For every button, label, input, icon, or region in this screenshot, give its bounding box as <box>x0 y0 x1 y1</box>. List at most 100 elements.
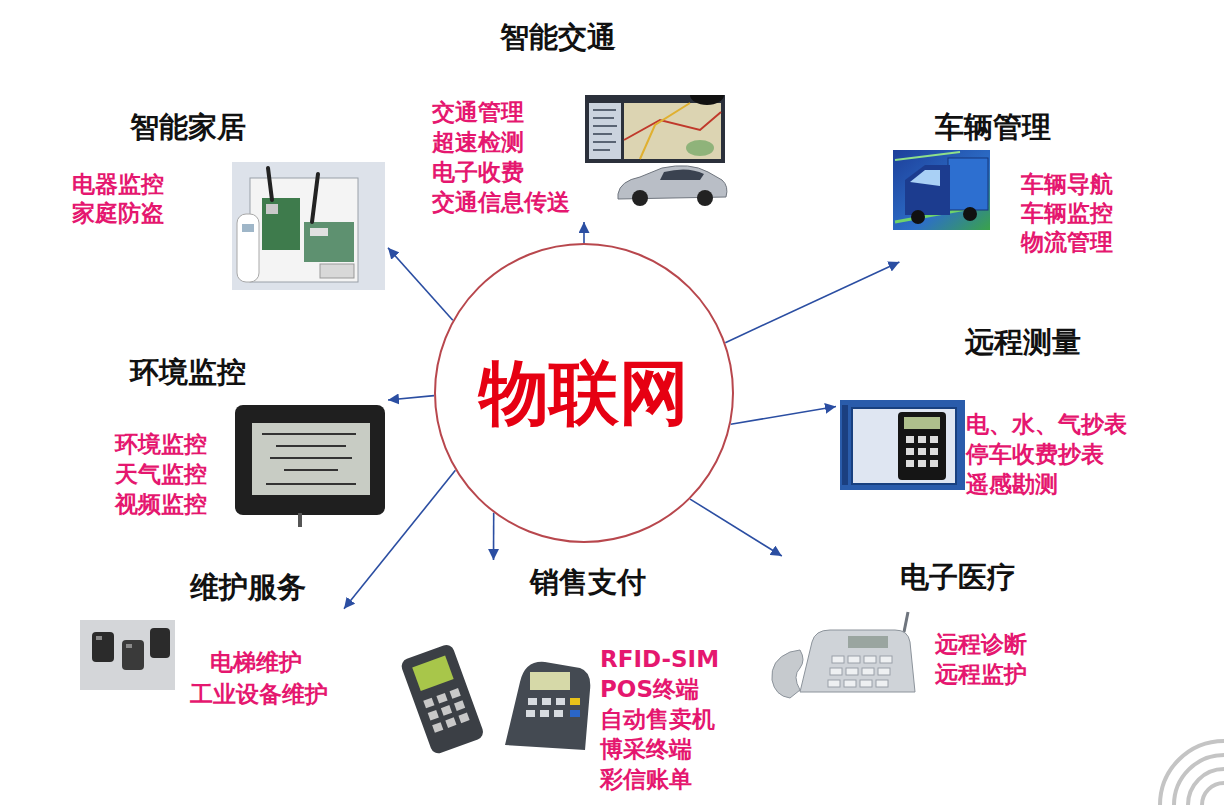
meter-cabinet-picture-part <box>904 417 940 429</box>
traffic-map-and-car-picture-part <box>632 190 648 206</box>
elevator-buttons-picture-part <box>80 620 175 690</box>
smart-home-device-picture-part <box>232 162 385 290</box>
environment-monitor-picture-part <box>262 434 356 484</box>
pos-terminal-picture-part-part <box>556 698 565 705</box>
environment-monitor-picture <box>235 405 385 527</box>
category-group: 远程测量电、水、气抄表停车收费抄表遥感勘测 <box>836 320 1142 504</box>
telephone-picture-part-part <box>846 668 858 675</box>
arrow-connector <box>583 222 585 243</box>
traffic-map-and-car-picture-part <box>690 95 724 105</box>
application-item: 物流管理 <box>1021 228 1113 258</box>
application-item: RFID-SIM <box>600 645 719 675</box>
environment-monitor-picture-part <box>298 513 302 527</box>
corner-arcs-decoration-part <box>1188 769 1224 805</box>
application-item: POS终端 <box>600 675 699 705</box>
application-item: 遥感勘测 <box>966 470 1058 500</box>
telephone-picture-part-part <box>832 656 844 663</box>
traffic-map-and-car-picture-part <box>686 140 714 156</box>
meter-cabinet-picture-part <box>898 412 946 480</box>
application-item: 电器监控 <box>72 170 164 200</box>
meter-cabinet-picture <box>840 400 965 490</box>
telephone-picture-part-part <box>844 680 856 687</box>
corner-arcs-decoration-part <box>1160 741 1224 805</box>
smart-home-device-picture-part <box>242 224 254 232</box>
elevator-buttons-picture-part <box>126 644 132 648</box>
pos-terminal-picture-part-part-part <box>458 713 469 724</box>
traffic-map-and-car-picture-part-part <box>593 117 614 119</box>
meter-cabinet-picture-part <box>906 436 938 467</box>
pos-terminal-picture-part-part-part <box>441 705 452 716</box>
application-item: 自动售卖机 <box>600 705 715 735</box>
smart-home-device-picture-part <box>268 168 272 200</box>
meter-cabinet-picture-part-part <box>906 436 914 443</box>
environment-monitor-picture-part-part <box>266 483 356 485</box>
traffic-map-and-car-picture-part <box>589 103 621 159</box>
arrow-connector <box>388 248 453 320</box>
telephone-picture-part <box>772 650 803 698</box>
pos-terminal-picture-part <box>570 698 580 705</box>
pos-terminal-picture <box>399 643 590 756</box>
category-heading: 远程测量 <box>965 325 1081 360</box>
corner-arcs-decoration-part <box>1202 783 1224 805</box>
pos-terminal-picture-part-part-part <box>454 700 465 711</box>
telephone-picture-part-part <box>860 680 872 687</box>
pos-terminal-picture-part-part-part <box>445 717 456 728</box>
application-item: 交通信息传送 <box>432 188 570 218</box>
traffic-map-and-car-picture-part <box>624 103 721 159</box>
traffic-map-and-car-picture-part <box>640 103 690 159</box>
environment-monitor-picture-part-part <box>262 433 356 435</box>
pos-terminal-picture-part-part <box>423 688 469 733</box>
meter-cabinet-picture-part-part <box>930 460 938 467</box>
application-item: 车辆导航 <box>1021 170 1113 200</box>
center-title: 物联网 <box>479 351 689 435</box>
category-group: 电子医疗远程诊断远程监护 <box>766 556 1044 704</box>
meter-cabinet-picture-part-part <box>918 436 926 443</box>
application-item: 超速检测 <box>432 128 524 158</box>
pos-terminal-picture-part-part-part <box>450 688 461 699</box>
elevator-buttons-picture-part <box>92 632 114 662</box>
pos-terminal-picture-part-part <box>528 698 537 705</box>
arrow-connector <box>690 499 782 556</box>
application-item: 视频监控 <box>115 490 207 520</box>
telephone-picture <box>772 612 915 698</box>
telephone-picture-part-part <box>862 668 874 675</box>
category-heading: 车辆管理 <box>935 110 1051 145</box>
telephone-picture-part <box>848 636 888 648</box>
category-heading: 智能交通 <box>500 20 616 55</box>
arrow-connector <box>388 396 434 400</box>
pos-terminal-picture-part-part <box>540 710 549 717</box>
category-heading: 维护服务 <box>190 570 306 605</box>
category-heading: 智能家居 <box>130 110 246 145</box>
traffic-map-and-car-picture-part <box>660 169 704 180</box>
telephone-picture-part-part <box>864 656 876 663</box>
pos-terminal-picture-part <box>526 698 565 717</box>
pos-terminal-picture-part <box>399 643 485 756</box>
pos-terminal-picture-part <box>570 710 580 717</box>
truck-picture-part <box>910 170 940 186</box>
pos-terminal-picture-part-part-part <box>432 722 443 733</box>
category-group: 维护服务电梯维护工业设备维护 <box>76 565 344 714</box>
traffic-map-and-car-picture-part-part <box>593 125 617 127</box>
telephone-picture-part-part <box>848 656 860 663</box>
smart-home-device-picture-part <box>237 214 259 282</box>
category-group: 销售支付RFID-SIMPOS终端自动售卖机博采终端彩信账单 <box>391 560 729 799</box>
environment-monitor-picture-part <box>252 423 370 495</box>
pos-terminal-picture-part <box>505 662 590 750</box>
category-group: 智能交通交通管理超速检测电子收费交通信息传送 <box>428 16 730 222</box>
application-item: 工业设备维护 <box>190 680 328 710</box>
traffic-map-and-car-picture <box>585 95 727 206</box>
pos-terminal-picture-part-part <box>399 643 485 756</box>
traffic-map-and-car-picture-part <box>593 110 617 150</box>
meter-cabinet-picture-part-part <box>930 436 938 443</box>
smart-home-device-picture <box>232 162 385 290</box>
application-item: 远程监护 <box>935 660 1027 690</box>
elevator-buttons-picture-part <box>150 628 170 658</box>
application-item: 环境监控 <box>115 430 207 460</box>
category-heading: 电子医疗 <box>900 560 1016 595</box>
truck-picture <box>893 150 990 230</box>
arrow-connector <box>725 262 899 343</box>
truck-picture-part <box>963 207 977 221</box>
telephone-picture-part-part <box>876 680 888 687</box>
smart-home-device-picture-part <box>310 228 328 236</box>
application-item: 远程诊断 <box>935 630 1027 660</box>
